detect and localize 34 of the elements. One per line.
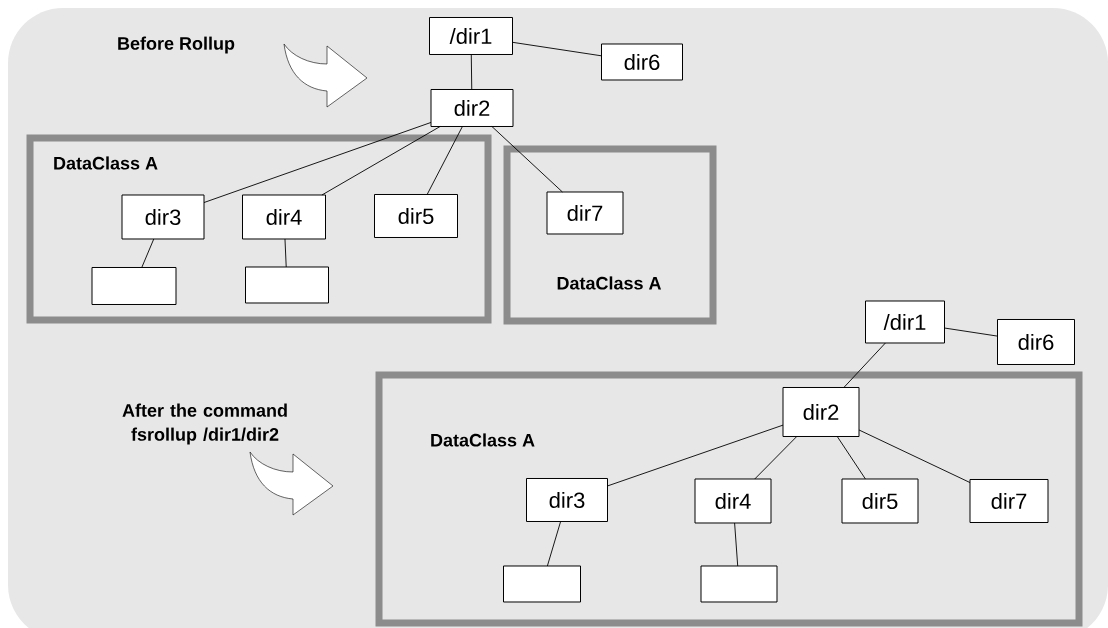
directory-box: dir7 bbox=[969, 479, 1049, 523]
connector-line bbox=[470, 54, 473, 90]
connector-line bbox=[858, 429, 971, 483]
directory-box: dir3 bbox=[526, 478, 608, 522]
directory-box: dir4 bbox=[242, 194, 326, 240]
empty-box bbox=[245, 266, 329, 304]
connector-line bbox=[321, 126, 441, 196]
directory-box: /dir1 bbox=[865, 300, 945, 344]
connector-line bbox=[754, 436, 798, 480]
connector-line bbox=[836, 436, 866, 480]
directory-box: dir6 bbox=[997, 319, 1075, 365]
directory-box: dir5 bbox=[841, 478, 919, 524]
directory-box: dir3 bbox=[121, 194, 205, 240]
connector-line bbox=[512, 41, 602, 57]
connector-line bbox=[284, 238, 287, 268]
caption-text: After the command fsrollup /dir1/dir2 bbox=[122, 403, 287, 445]
empty-box bbox=[503, 565, 581, 603]
connector-line bbox=[203, 122, 432, 203]
directory-box: /dir1 bbox=[429, 17, 513, 55]
directory-box: dir2 bbox=[782, 387, 860, 437]
connector-line bbox=[141, 238, 155, 268]
connector-line bbox=[944, 327, 998, 337]
connector-line bbox=[426, 126, 463, 195]
connector-line bbox=[546, 521, 562, 567]
connector-line bbox=[607, 424, 784, 487]
empty-box bbox=[700, 565, 778, 603]
directory-box: dir5 bbox=[374, 194, 458, 238]
caption-text: Before Rollup bbox=[118, 36, 235, 54]
directory-box: dir6 bbox=[601, 43, 683, 81]
connector-line bbox=[734, 522, 739, 567]
directory-box: dir4 bbox=[694, 478, 772, 524]
directory-box: dir2 bbox=[430, 89, 514, 127]
directory-box: dir7 bbox=[546, 191, 624, 235]
empty-box bbox=[91, 267, 177, 305]
